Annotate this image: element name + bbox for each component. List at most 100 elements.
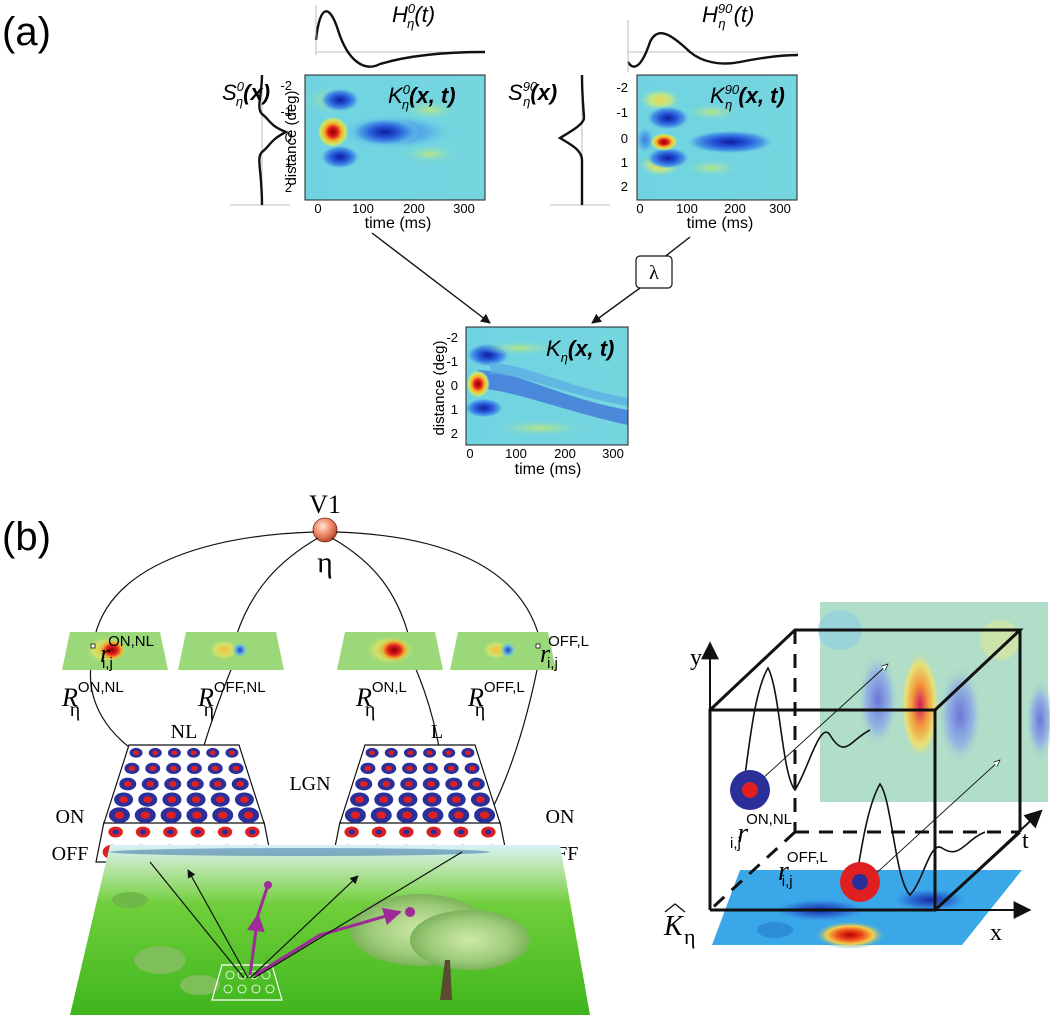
lgn-cell-center [228, 750, 235, 756]
khat-label: K η [663, 903, 696, 949]
lgn-cell-center [215, 796, 225, 803]
svg-text:100: 100 [676, 201, 698, 216]
lgn-cell-center [426, 750, 433, 756]
lgn-cell-center [166, 811, 176, 819]
lgn-cell-center [406, 765, 413, 772]
lgn-cell-center [451, 796, 461, 803]
lgn-cell-center [428, 811, 438, 819]
svg-text:200: 200 [724, 201, 746, 216]
lgn-cell-center [403, 796, 413, 803]
lgn-cell-center [472, 781, 481, 787]
cube-response-arrows [749, 664, 1000, 889]
svg-text:ON: ON [546, 806, 575, 828]
lgn-cell-center [170, 765, 177, 772]
svg-text:0: 0 [314, 201, 321, 216]
lgn-cell-center [191, 796, 201, 803]
svg-text:ROFF,Lη: ROFF,Lη [467, 679, 525, 721]
response-map-off-nl [178, 632, 284, 670]
svg-text:-2: -2 [280, 78, 292, 93]
lambda-box [635, 255, 673, 289]
lgn-cell-center [112, 829, 119, 835]
kernel-k0-yticks: -2 -1 0 1 2 [280, 78, 292, 195]
lgn-cell-center [402, 811, 412, 819]
lgn-cell-center [143, 796, 153, 803]
lgn-cell-center [364, 765, 372, 772]
temporal-profile-h0 [314, 5, 486, 68]
scene-to-lgn-arrows [149, 851, 463, 979]
lgn-cell-center [133, 750, 140, 756]
kernel-combined-xlabel: time (ms) [515, 461, 582, 478]
eta-label: η [317, 546, 333, 579]
lgn-cell-center [350, 811, 361, 819]
svg-text:200: 200 [403, 201, 425, 216]
lgn-grid-l [331, 744, 509, 863]
svg-text:LGN: LGN [289, 773, 330, 795]
lambda-symbol: λ [649, 262, 659, 284]
svg-text:300: 300 [602, 446, 624, 461]
lgn-cell-center [375, 829, 383, 835]
spatial-profile-s0 [230, 74, 290, 206]
lgn-cell-center [445, 750, 452, 756]
svg-text:100: 100 [352, 201, 374, 216]
kernel-heatmap-k90 [636, 74, 798, 201]
svg-text:-1: -1 [446, 354, 458, 369]
svg-text:0: 0 [285, 130, 292, 145]
lgn-cell-center [168, 781, 177, 787]
lgn-cell-center [236, 781, 245, 787]
svg-text:2: 2 [451, 426, 458, 441]
svg-text:100: 100 [505, 446, 527, 461]
lgn-cell-center [232, 765, 240, 772]
cube-y-label: y [690, 645, 702, 671]
svg-text:ON: ON [56, 806, 85, 828]
lgn-cell-center [485, 829, 492, 835]
svg-text:K: K [663, 911, 684, 942]
lgn-cell-center [454, 811, 464, 819]
lgn-cell-center [191, 781, 200, 787]
temporal-profile-h90 [626, 20, 799, 72]
lgn-cell-center [388, 750, 395, 756]
lgn-cell-center [427, 765, 434, 772]
lgn-cell-center [355, 796, 364, 803]
lgn-cell-center [476, 796, 485, 803]
svg-text:-2: -2 [616, 80, 628, 95]
svg-text:0: 0 [466, 446, 473, 461]
svg-text:-1: -1 [616, 105, 628, 120]
lgn-cell-center [403, 829, 410, 835]
svg-text:2: 2 [285, 180, 292, 195]
svg-text:-2: -2 [446, 330, 458, 345]
lgn-cell-center [479, 811, 490, 819]
kernel-label-combined: Kη(x, t) [546, 336, 614, 365]
lgn-cell-center [146, 781, 155, 787]
lgn-cell-center [218, 811, 228, 819]
on-cell-receptive-field [730, 770, 770, 810]
svg-text:-1: -1 [280, 104, 292, 119]
lgn-cell-center [407, 750, 414, 756]
lgn-cell-center [152, 750, 159, 756]
svg-text:300: 300 [453, 201, 475, 216]
response-map-off-l [450, 632, 556, 670]
panel-b-label: (b) [2, 515, 51, 559]
lgn-cell-center [457, 829, 465, 835]
kernel-heatmap-combined [465, 326, 629, 446]
cube-t-label: t [1022, 828, 1029, 854]
off-cell-receptive-field [840, 862, 880, 902]
kernel-heatmap-k0 [304, 74, 486, 201]
svg-text:0: 0 [636, 201, 643, 216]
lgn-cell-center [114, 811, 125, 819]
lgn-cell-center [369, 750, 376, 756]
spatial-profile-s90 [550, 74, 610, 206]
lgn-cell-center [468, 765, 476, 772]
kernel-k90-yticks: -2 -1 0 1 2 [616, 80, 628, 194]
svg-text:L: L [431, 721, 443, 743]
v1-neuron [312, 517, 338, 543]
lgn-cell-center [139, 829, 147, 835]
kernel-combined-ylabel: distance (deg) [431, 340, 448, 435]
lgn-cell-center [430, 829, 437, 835]
